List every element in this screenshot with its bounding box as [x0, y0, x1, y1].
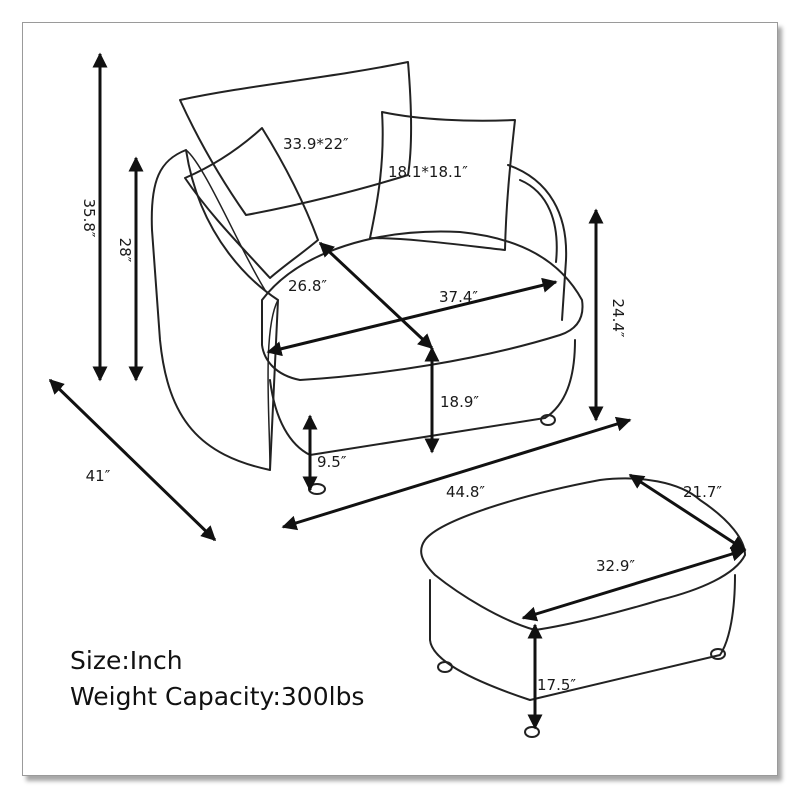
- chair-left-arm: [150, 149, 279, 471]
- size-unit-text: Size:Inch: [70, 646, 183, 675]
- seat-depth-label: 26.8″: [288, 277, 327, 295]
- ottoman-width-label: 32.9″: [596, 557, 635, 575]
- leg-clearance-label: 9.5″: [317, 453, 347, 471]
- overall-depth-arrow: [48, 378, 217, 542]
- ottoman-width-arrow: [521, 546, 747, 622]
- seat-height-label: 18.9″: [440, 393, 479, 411]
- seat-base-shape: [269, 339, 576, 456]
- seat-width-label: 37.4″: [439, 288, 478, 306]
- ottoman-cushion-shape: [420, 477, 746, 631]
- weight-capacity-text: Weight Capacity:300lbs: [70, 682, 365, 711]
- seat-depth-arrow: [318, 241, 434, 350]
- overall-height-label: 35.8″: [80, 198, 98, 237]
- armchair-drawing: [150, 61, 584, 495]
- back-pillow-shape: [179, 61, 412, 216]
- ottoman-base-shape: [429, 574, 736, 701]
- dimension-arrows: [48, 52, 747, 730]
- arm-height-label: 24.4″: [609, 298, 627, 337]
- ottoman-height-label: 17.5″: [537, 676, 576, 694]
- right-throw-pillow-shape: [369, 111, 516, 251]
- overall-depth-label: 41″: [86, 467, 111, 485]
- dimension-labels: 35.8″ 28″ 41″ 33.9*22″ 18.1*18.1″ 26.8″ …: [80, 135, 722, 694]
- left-throw-pillow-shape: [184, 127, 319, 279]
- ottoman-depth-label: 21.7″: [683, 483, 722, 501]
- back-pillow-label: 33.9*22″: [283, 135, 349, 153]
- overall-width-label: 44.8″: [446, 483, 485, 501]
- seat-width-arrow: [266, 277, 558, 357]
- seat-cushion-shape: [261, 230, 584, 381]
- ottoman-depth-arrow: [628, 473, 747, 552]
- chair-right-arm: [507, 164, 568, 321]
- overall-width-arrow: [281, 416, 632, 531]
- throw-pillow-label: 18.1*18.1″: [388, 163, 468, 181]
- back-height-label: 28″: [116, 238, 134, 263]
